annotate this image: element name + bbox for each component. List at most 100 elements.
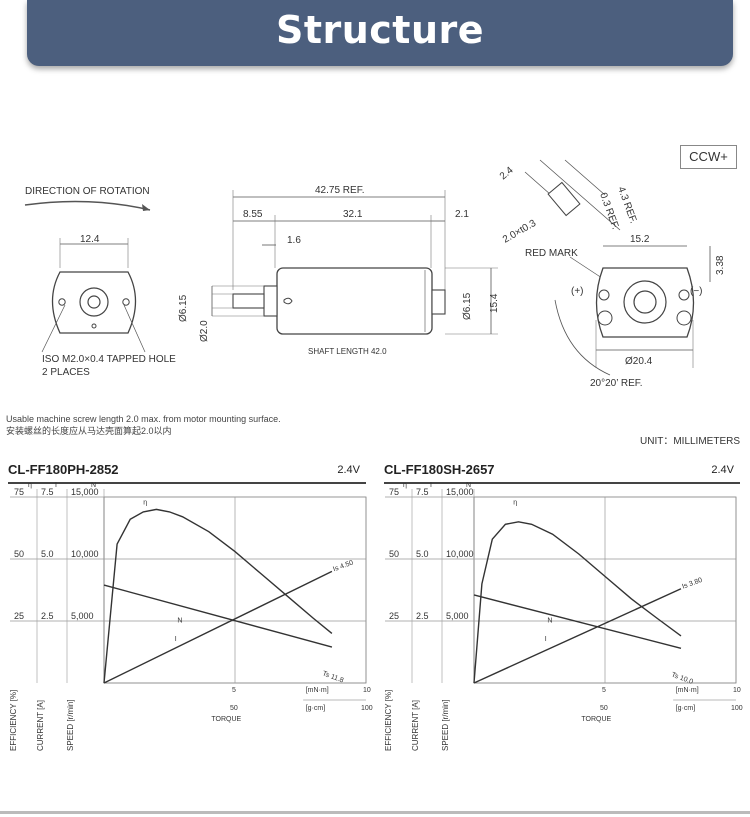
- rear-338: 3.38: [715, 255, 726, 275]
- red-mark-label: RED MARK: [525, 248, 578, 259]
- tapped-hole-right: [122, 298, 130, 306]
- speed-tick: 10,000: [446, 549, 474, 559]
- terminal-minus: [678, 289, 690, 301]
- x-tick-mn: 10: [363, 687, 371, 694]
- tapped-hole-left: [58, 298, 66, 306]
- axis-symbol: I: [430, 482, 432, 489]
- dim-615-right: Ø6.15: [462, 292, 473, 320]
- current-series-label: I: [175, 636, 177, 643]
- rear-boss: [431, 289, 446, 315]
- page-title: Structure: [275, 8, 485, 52]
- current-tick: 2.5: [416, 611, 429, 621]
- bottom-rule: [0, 811, 750, 814]
- efficiency-curve: [103, 508, 333, 684]
- efficiency-tick: 25: [389, 611, 399, 621]
- current-tick: 7.5: [416, 487, 429, 497]
- chart-2-title: CL-FF180SH-2657: [384, 462, 495, 477]
- chart-2-voltage: 2.4V: [711, 464, 734, 476]
- x-unit-mn: [mN·m]: [676, 687, 699, 694]
- terminal-plus: [598, 289, 610, 301]
- dim-20: Ø2.0: [199, 320, 210, 342]
- axis-name: SPEED [r/min]: [66, 699, 75, 751]
- chart-1-title: CL-FF180PH-2852: [8, 462, 119, 477]
- current-tick: 2.5: [41, 611, 54, 621]
- rear-204: Ø20.4: [625, 356, 653, 367]
- front-boss: [79, 287, 109, 317]
- efficiency-curve: [473, 521, 682, 684]
- x-axis-label: TORQUE: [211, 716, 241, 723]
- efficiency-tick: 75: [14, 487, 24, 497]
- speed-series-label: N: [547, 617, 552, 624]
- ccw-badge: CCW+: [680, 145, 737, 169]
- stall-current-annotation: Is 3.80: [681, 577, 703, 591]
- speed-tick: 5,000: [71, 611, 94, 621]
- chart-1-header: CL-FF180PH-2852 2.4V: [8, 462, 366, 484]
- efficiency-series-label: η: [143, 499, 147, 506]
- stall-torque-annotation: Ts 10.0: [670, 672, 694, 686]
- x-tick-gcm: 100: [361, 705, 373, 712]
- axis-name: SPEED [r/min]: [441, 699, 450, 751]
- rear-view-outline: [595, 267, 695, 338]
- axis-symbol: N: [91, 482, 96, 489]
- unit-label: UNIT：MILLIMETERS: [640, 436, 741, 447]
- header-banner: Structure: [27, 0, 733, 66]
- axis-name: EFFICIENCY [%]: [9, 690, 18, 751]
- current-series-label: I: [545, 636, 547, 643]
- axis-symbol: I: [55, 482, 57, 489]
- front-view-outline: [51, 271, 137, 334]
- x-tick-gcm: 50: [230, 705, 238, 712]
- chart-2-header: CL-FF180SH-2657 2.4V: [384, 462, 740, 484]
- x-tick-gcm: 100: [731, 705, 743, 712]
- dim-16: 1.6: [287, 235, 301, 246]
- rotation-arrow: [24, 200, 151, 211]
- speed-tick: 10,000: [71, 549, 99, 559]
- efficiency-series-label: η: [513, 499, 517, 506]
- current-line: [473, 588, 682, 684]
- dim-21: 2.1: [455, 209, 469, 220]
- current-tick: 7.5: [41, 487, 54, 497]
- screw-note-en: Usable machine screw length 2.0 max. fro…: [6, 414, 281, 424]
- front-shaft: [87, 295, 101, 309]
- motor-drawing: DIRECTION OF ROTATION 12.4 ISO M2.0×0.4 …: [24, 159, 726, 389]
- efficiency-tick: 50: [389, 549, 399, 559]
- current-line: [103, 570, 333, 684]
- current-tick: 5.0: [416, 549, 429, 559]
- plus-label: (+): [571, 286, 584, 297]
- axis-name: EFFICIENCY [%]: [384, 690, 393, 751]
- x-tick-mn: 5: [602, 687, 606, 694]
- angle-ref: 20°20’ REF.: [590, 378, 643, 389]
- speed-line: [103, 584, 333, 648]
- rotation-arrow-head-icon: [142, 204, 150, 211]
- speed-tick: 15,000: [71, 487, 99, 497]
- axis-symbol: N: [466, 482, 471, 489]
- rear-boss-circle: [623, 280, 667, 324]
- tapped-hole-places: 2 PLACES: [42, 367, 90, 378]
- x-tick-mn: 5: [232, 687, 236, 694]
- x-tick-gcm: 50: [600, 705, 608, 712]
- x-unit-mn: [mN·m]: [306, 687, 329, 694]
- total-length-dim: 42.75 REF.: [315, 185, 364, 196]
- axis-name: CURRENT [A]: [36, 700, 45, 751]
- shaft-length-note: SHAFT LENGTH 42.0: [308, 347, 387, 356]
- x-axis-label: TORQUE: [581, 716, 611, 723]
- direction-label: DIRECTION OF ROTATION: [25, 186, 150, 197]
- speed-tick: 15,000: [446, 487, 474, 497]
- efficiency-tick: 50: [14, 549, 24, 559]
- x-unit-gcm: [g·cm]: [676, 705, 696, 712]
- minus-label: (−): [690, 286, 703, 297]
- front-width-dim: 12.4: [80, 234, 100, 245]
- screw-note-cn: 安装螺丝的长度应从马达壳面算起2.0以内: [6, 426, 172, 436]
- dim-615-left: Ø6.15: [178, 294, 189, 322]
- axis-symbol: η: [403, 482, 407, 489]
- chart-1-voltage: 2.4V: [337, 464, 360, 476]
- axis-symbol: η: [28, 482, 32, 489]
- tapped-hole-note: ISO M2.0×0.4 TAPPED HOLE: [42, 354, 176, 365]
- speed-tick: 5,000: [446, 611, 469, 621]
- dim-855: 8.55: [243, 209, 263, 220]
- current-tick: 5.0: [41, 549, 54, 559]
- speed-series-label: N: [177, 617, 182, 624]
- x-tick-mn: 10: [733, 687, 741, 694]
- dim-154: 15.4: [489, 293, 500, 313]
